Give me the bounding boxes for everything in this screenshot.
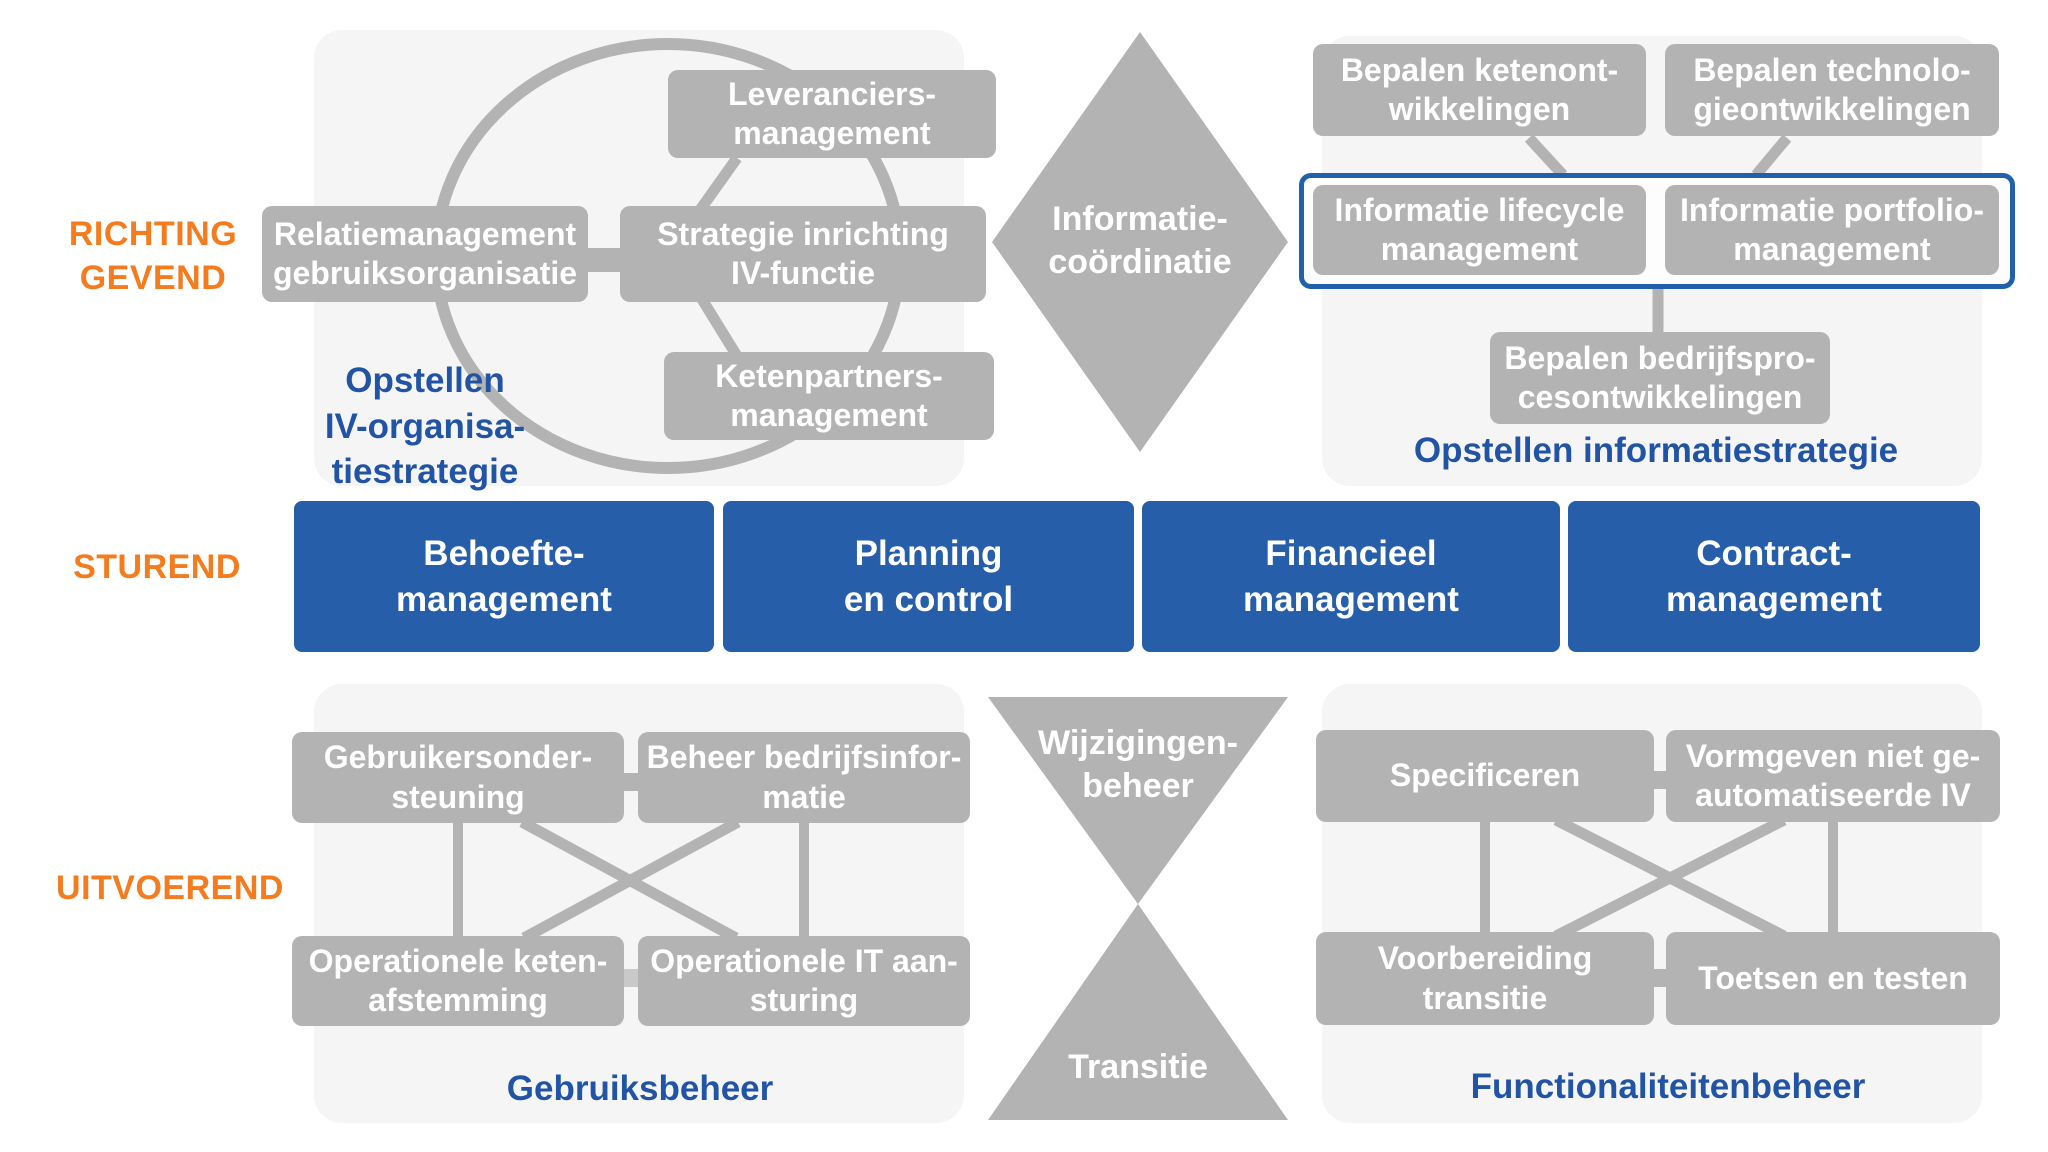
box-strategie-inrichting-iv-functie: Strategie inrichting IV-functie <box>620 206 986 302</box>
diamond-informatiecoordinatie <box>992 32 1288 452</box>
box-specificeren: Specificeren <box>1316 730 1654 822</box>
connector-leveranciers-strategie <box>695 154 742 214</box>
box-relatiemanagement-gebruiksorganisatie: Relatiemanagement gebruiksorganisatie <box>262 206 588 302</box>
box-bepalen-bedrijfsprocesontwikkelingen: Bepalen bedrijfspro- cesontwikkelingen <box>1490 332 1830 424</box>
hourglass-bottom-triangle <box>988 904 1288 1120</box>
row-label-richtinggevend: RICHTING GEVEND <box>68 215 238 298</box>
caption-gebruiksbeheer: Gebruiksbeheer <box>506 1069 774 1108</box>
hourglass-top-triangle <box>988 697 1288 904</box>
hourglass-label-wijzigingenbeheer: Wijzigingen- beheer <box>1038 724 1238 805</box>
box-operationele-it-aansturing: Operationele IT aan- sturing <box>638 936 970 1026</box>
connector-technologie-portfolio <box>1751 134 1792 179</box>
box-ketenpartnersmanagement: Ketenpartners- management <box>664 352 994 440</box>
caption-opstellen-iv-organisatiestrategie: Opstellen IV-organisa- tiestrategie <box>324 361 526 491</box>
box-beheer-bedrijfsinformatie: Beheer bedrijfsinfor- matie <box>638 732 970 823</box>
box-behoeftemanagement: Behoefte- management <box>294 501 714 652</box>
box-contractmanagement: Contract- management <box>1568 501 1980 652</box>
connector-bl-diagonal-2 <box>521 817 741 943</box>
caption-functionaliteitenbeheer: Functionaliteitenbeheer <box>1470 1067 1866 1106</box>
box-informatie-portfolio-management: Informatie portfolio- management <box>1665 185 1999 275</box>
box-gebruikersondersteuning: Gebruikersonder- steuning <box>292 732 624 823</box>
box-informatie-lifecycle-management: Informatie lifecycle management <box>1313 185 1646 275</box>
row-label-sturend: STUREND <box>73 548 241 586</box>
box-leveranciersmanagement: Leveranciers- management <box>668 70 996 158</box>
box-bepalen-technologieontwikkelingen: Bepalen technolo- gieontwikkelingen <box>1665 44 1999 136</box>
row-label-uitvoerend: UITVOEREND <box>56 869 284 907</box>
connector-strategie-ketenpartners <box>695 293 742 359</box>
box-bepalen-ketenontwikkelingen: Bepalen ketenont- wikkelingen <box>1313 44 1646 136</box>
box-planning-en-control: Planning en control <box>723 501 1134 652</box>
diamond-label-informatiecoordinatie: Informatie- coördinatie <box>1048 200 1232 281</box>
connector-br-diagonal-2 <box>1553 815 1787 941</box>
connector-keten-lifecycle <box>1524 134 1568 179</box>
box-toetsen-en-testen: Toetsen en testen <box>1666 932 2000 1025</box>
box-operationele-ketenafstemming: Operationele keten- afstemming <box>292 936 624 1026</box>
box-vormgeven-niet-geautomatiseerde-iv: Vormgeven niet ge- automatiseerde IV <box>1666 730 2000 822</box>
caption-opstellen-informatiestrategie: Opstellen informatiestrategie <box>1413 431 1899 470</box>
box-voorbereiding-transitie: Voorbereiding transitie <box>1316 932 1654 1025</box>
hourglass-label-transitie: Transitie <box>1068 1048 1208 1086</box>
box-financieel-management: Financieel management <box>1142 501 1560 652</box>
